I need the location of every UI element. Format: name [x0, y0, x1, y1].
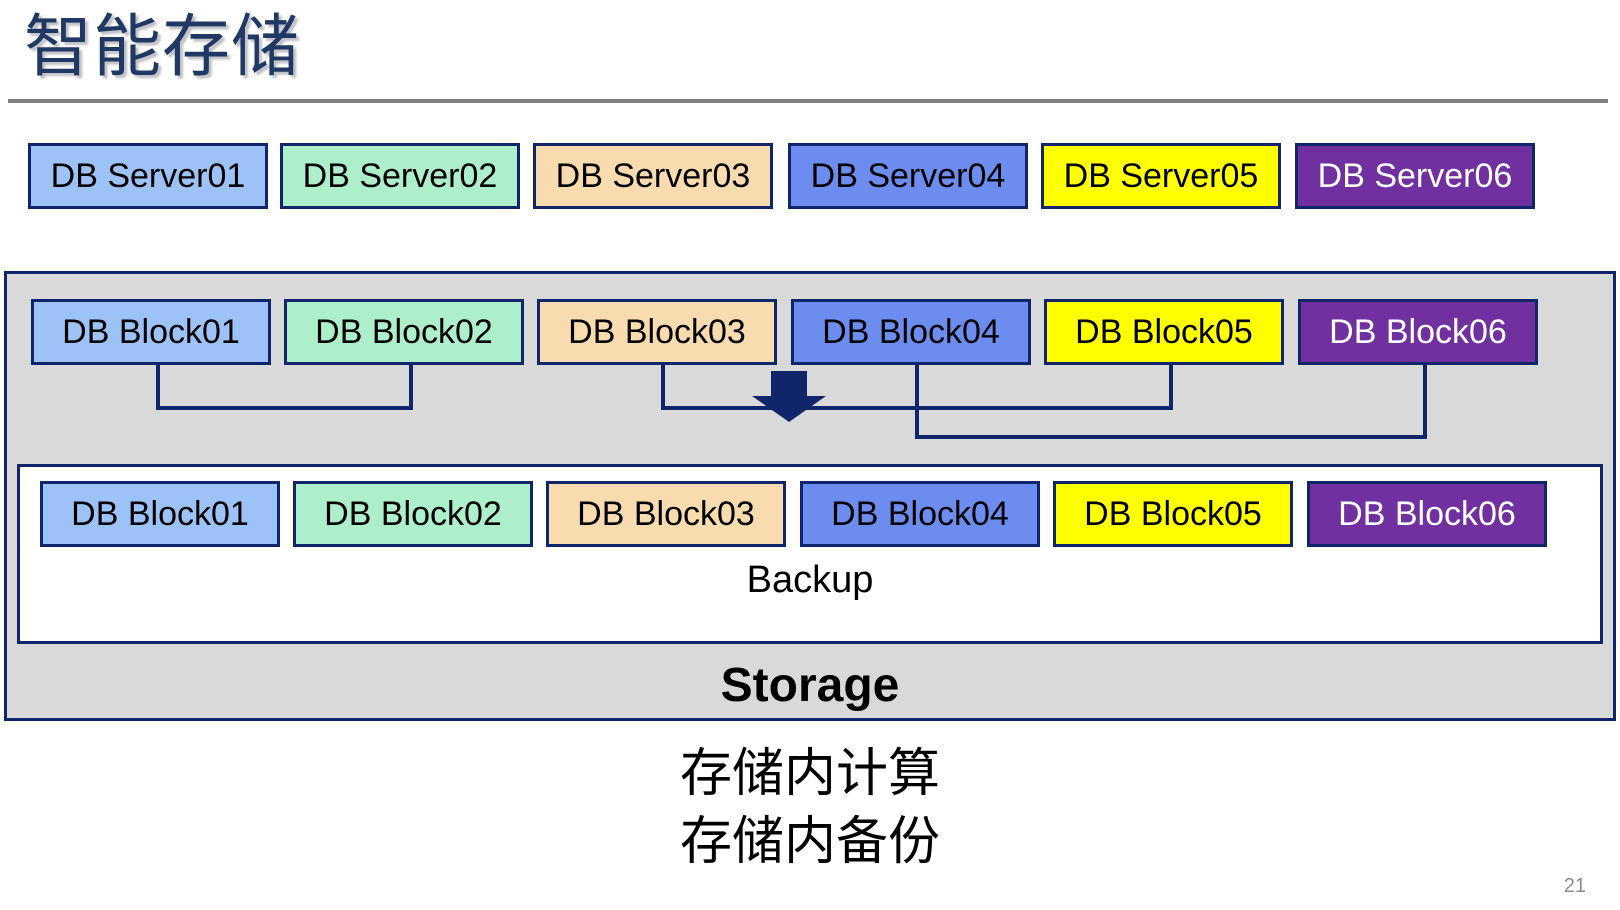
page-title: 智能存储: [24, 9, 301, 85]
title-divider: [8, 99, 1608, 103]
db-block-box-label: DB Block05: [1075, 312, 1253, 351]
db-server-row: DB Server01 DB Server02 DB Server03 DB Serv…: [0, 143, 1620, 209]
block04-to-block06-stem-1: [915, 365, 919, 435]
block03-to-block05-stem-2: [1169, 365, 1173, 406]
db-block-box-2[interactable]: DB Block02: [284, 299, 524, 365]
block01-to-block02-stem-2: [409, 365, 413, 406]
storage-container: DB Block01 DB Block02 DB Block03 DB Block04…: [4, 271, 1616, 721]
db-block-box-label: DB Block01: [62, 312, 240, 351]
footer-line-2: 存储内备份: [679, 813, 940, 871]
db-block-box-1[interactable]: DB Block01: [31, 299, 271, 365]
db-block-box-label: DB Block02: [315, 312, 493, 351]
backup-label: Backup: [746, 559, 874, 601]
db-backup-block-box-2[interactable]: DB Block02: [293, 481, 533, 547]
db-server-box-label: DB Server04: [810, 156, 1006, 195]
db-backup-block-box-label: DB Block04: [831, 494, 1009, 533]
db-server-box-5[interactable]: DB Server05: [1041, 143, 1281, 209]
db-server-box-label: DB Server05: [1063, 156, 1259, 195]
db-backup-block-box-5[interactable]: DB Block05: [1053, 481, 1293, 547]
block01-to-block02-bridge: [156, 406, 413, 410]
db-block-box-label: DB Block04: [822, 312, 1000, 351]
db-backup-block-box-6[interactable]: DB Block06: [1307, 481, 1547, 547]
db-server-box-label: DB Server03: [555, 156, 751, 195]
db-server-box-6[interactable]: DB Server06: [1295, 143, 1535, 209]
block04-to-block06-stem-2: [1423, 365, 1427, 435]
backup-panel: DB Block01 DB Block02 DB Block03 DB Block04…: [17, 464, 1603, 644]
db-server-box-4[interactable]: DB Server04: [788, 143, 1028, 209]
db-backup-block-box-4[interactable]: DB Block04: [800, 481, 1040, 547]
db-block-box-label: DB Block06: [1329, 312, 1507, 351]
db-block-box-5[interactable]: DB Block05: [1044, 299, 1284, 365]
db-server-box-2[interactable]: DB Server02: [280, 143, 520, 209]
db-backup-block-box-label: DB Block01: [71, 494, 249, 533]
storage-label: Storage: [720, 659, 900, 712]
db-backup-block-box-label: DB Block05: [1084, 494, 1262, 533]
db-block-row-backup: DB Block01 DB Block02 DB Block03 DB Block04…: [20, 481, 1600, 547]
db-server-box-3[interactable]: DB Server03: [533, 143, 773, 209]
db-backup-block-box-label: DB Block06: [1338, 494, 1516, 533]
db-block-box-6[interactable]: DB Block06: [1298, 299, 1538, 365]
footer-line-1: 存储内计算: [679, 745, 940, 803]
footer-captions: 存储内计算 存储内备份: [0, 740, 1620, 876]
block01-to-block02-stem-1: [156, 365, 160, 406]
db-backup-block-box-3[interactable]: DB Block03: [546, 481, 786, 547]
db-block-box-3[interactable]: DB Block03: [537, 299, 777, 365]
db-server-box-label: DB Server02: [302, 156, 498, 195]
db-backup-block-box-1[interactable]: DB Block01: [40, 481, 280, 547]
db-block-box-4[interactable]: DB Block04: [791, 299, 1031, 365]
block04-to-block06-bridge: [915, 435, 1427, 439]
db-server-box-label: DB Server01: [50, 156, 246, 195]
db-block-row-primary: DB Block01 DB Block02 DB Block03 DB Block04…: [7, 299, 1613, 365]
db-server-box-label: DB Server06: [1317, 156, 1513, 195]
db-backup-block-box-label: DB Block02: [324, 494, 502, 533]
db-block-box-label: DB Block03: [568, 312, 746, 351]
db-backup-block-box-label: DB Block03: [577, 494, 755, 533]
db-server-box-1[interactable]: DB Server01: [28, 143, 268, 209]
page-number: 21: [1563, 875, 1586, 897]
block03-to-block05-stem-1: [661, 365, 665, 406]
